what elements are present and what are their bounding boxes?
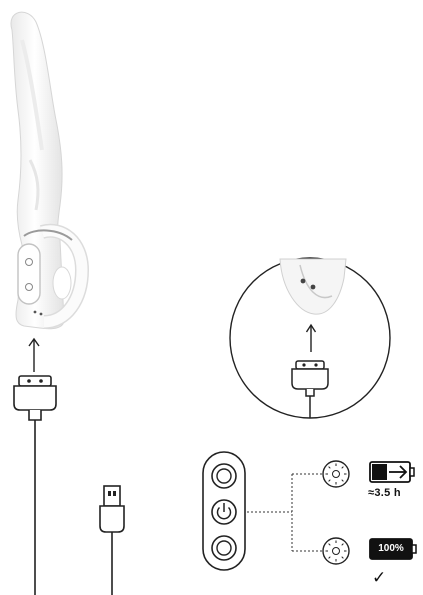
connector-lines: [247, 473, 322, 552]
arrow-up-icon: [28, 337, 40, 372]
magnifier-detail-icon: [229, 257, 391, 419]
vibrator-icon: [10, 11, 90, 330]
led-light-icon: [322, 537, 350, 565]
charging-time-label: ≈3.5 h: [368, 487, 401, 499]
battery-charging-icon: [369, 461, 415, 483]
battery-full-label: 100%: [378, 543, 404, 554]
led-light-icon: [322, 460, 350, 488]
battery-full-icon: [369, 538, 417, 560]
checkmark-icon: ✓: [372, 568, 387, 588]
control-panel-icon: [202, 451, 246, 571]
magnetic-charger-icon: [13, 375, 57, 595]
usb-plug-icon: [99, 485, 125, 595]
